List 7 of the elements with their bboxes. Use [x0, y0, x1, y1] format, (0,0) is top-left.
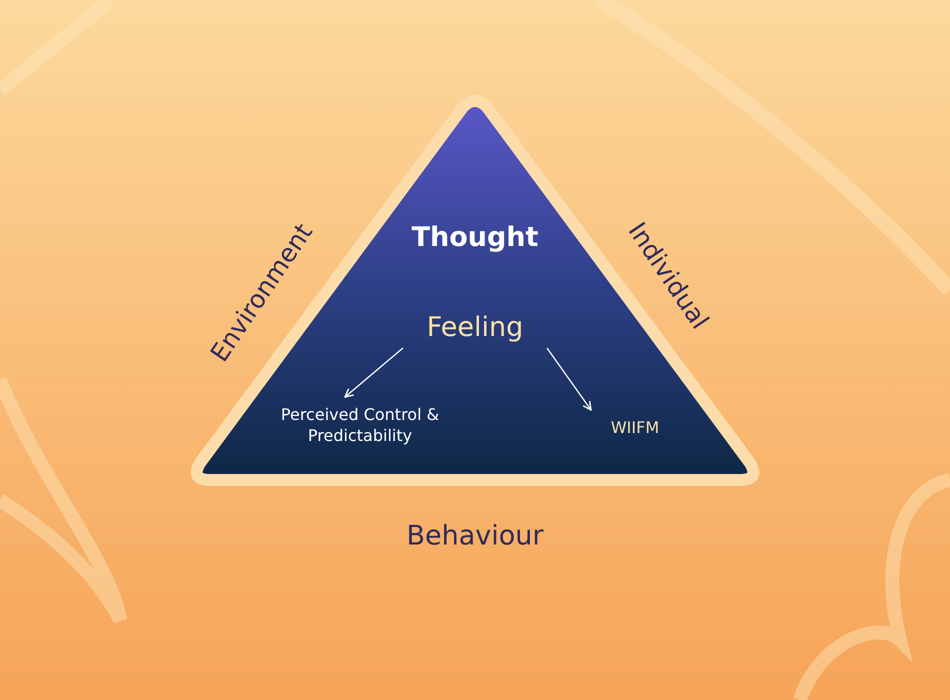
behaviour-label: Behaviour	[406, 519, 544, 554]
feeling-label: Feeling	[426, 311, 524, 345]
arrow	[344, 348, 404, 398]
thought-heading: Thought	[410, 221, 540, 255]
perceived-control-label: Perceived Control & Predictability	[280, 405, 440, 447]
arrow	[546, 348, 592, 411]
wiifm-label: WIIFM	[610, 418, 660, 439]
